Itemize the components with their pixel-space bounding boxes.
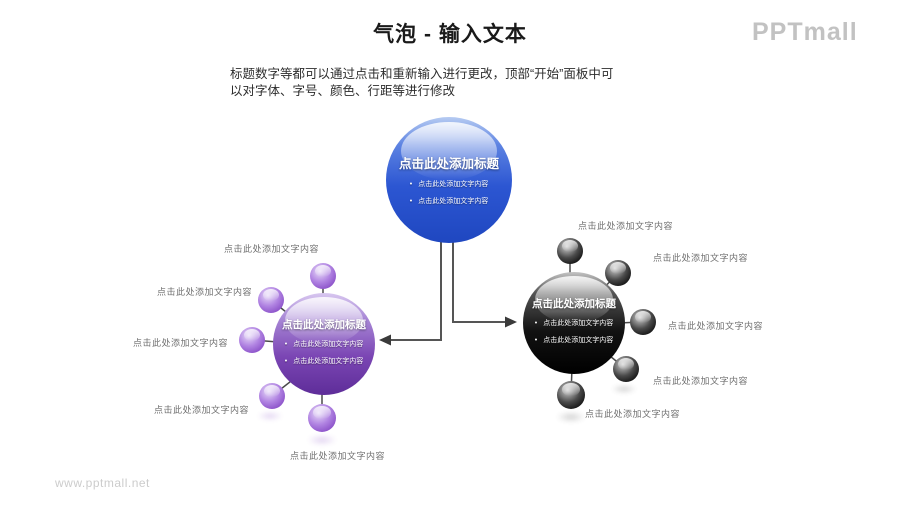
bullet-dot-icon: • bbox=[534, 319, 538, 327]
black-sphere[interactable]: 点击此处添加标题 • 点击此处添加文字内容 • 点击此处添加文字内容 bbox=[523, 272, 625, 374]
purple-label-left[interactable]: 点击此处添加文字内容 bbox=[133, 338, 229, 348]
black-sphere-text[interactable]: 点击此处添加标题 • 点击此处添加文字内容 • 点击此处添加文字内容 bbox=[523, 296, 625, 345]
purple-label-bottom[interactable]: 点击此处添加文字内容 bbox=[290, 451, 386, 461]
arrowhead-left-icon bbox=[379, 334, 391, 346]
black-satellite-right[interactable] bbox=[630, 309, 656, 335]
bullet-dot-icon: • bbox=[284, 340, 288, 348]
black-satellite-top-right[interactable] bbox=[605, 260, 631, 286]
bullet-text: 点击此处添加文字内容 bbox=[418, 198, 489, 205]
sphere-title-placeholder[interactable]: 点击此处添加标题 bbox=[282, 319, 366, 331]
blue-sphere-text[interactable]: 点击此处添加标题 • 点击此处添加文字内容 • 点击此处添加文字内容 bbox=[386, 153, 512, 206]
arrowhead-right-icon bbox=[505, 316, 517, 328]
black-label-bottom[interactable]: 点击此处添加文字内容 bbox=[585, 409, 681, 419]
black-label-bottom-right[interactable]: 点击此处添加文字内容 bbox=[653, 376, 749, 386]
elbow-connector-to-black bbox=[452, 241, 505, 323]
bullet-dot-icon: • bbox=[409, 197, 413, 205]
elbow-connector-to-purple bbox=[391, 241, 442, 341]
sphere-title-placeholder[interactable]: 点击此处添加标题 bbox=[398, 157, 499, 171]
watermark: www.pptmall.net bbox=[55, 476, 150, 490]
sphere-bullet-placeholder[interactable]: • 点击此处添加文字内容 bbox=[273, 356, 375, 366]
sphere-bullet-placeholder[interactable]: • 点击此处添加文字内容 bbox=[523, 335, 625, 345]
description-line: 标题数字等都可以通过点击和重新输入进行更改，顶部“开始”面板中可 bbox=[230, 67, 614, 81]
purple-satellite-bottom-left[interactable] bbox=[259, 383, 285, 409]
blue-sphere[interactable]: 点击此处添加标题 • 点击此处添加文字内容 • 点击此处添加文字内容 bbox=[386, 117, 512, 243]
purple-satellite-left[interactable] bbox=[239, 327, 265, 353]
purple-sphere[interactable]: 点击此处添加标题 • 点击此处添加文字内容 • 点击此处添加文字内容 bbox=[273, 293, 375, 395]
bullet-text: 点击此处添加文字内容 bbox=[418, 181, 489, 188]
black-label-right[interactable]: 点击此处添加文字内容 bbox=[668, 321, 764, 331]
sphere-bullet-placeholder[interactable]: • 点击此处添加文字内容 bbox=[386, 196, 512, 206]
page-title: 气泡 - 输入文本 bbox=[373, 23, 527, 46]
sphere-title-placeholder[interactable]: 点击此处添加标题 bbox=[532, 298, 616, 310]
black-label-top-right[interactable]: 点击此处添加文字内容 bbox=[653, 253, 749, 263]
purple-label-bottom-left[interactable]: 点击此处添加文字内容 bbox=[154, 405, 250, 415]
reflection bbox=[556, 411, 586, 423]
purple-satellite-top[interactable] bbox=[310, 263, 336, 289]
bullet-text: 点击此处添加文字内容 bbox=[543, 320, 614, 327]
description: 标题数字等都可以通过点击和重新输入进行更改，顶部“开始”面板中可 以对字体、字号… bbox=[230, 66, 613, 100]
pptmall-logo: PPTmall bbox=[752, 18, 858, 46]
black-label-top[interactable]: 点击此处添加文字内容 bbox=[578, 221, 674, 231]
bullet-text: 点击此处添加文字内容 bbox=[293, 341, 364, 348]
bullet-dot-icon: • bbox=[409, 180, 413, 188]
reflection bbox=[257, 411, 283, 421]
reflection bbox=[307, 434, 337, 446]
black-satellite-bottom-right[interactable] bbox=[613, 356, 639, 382]
purple-label-top-left[interactable]: 点击此处添加文字内容 bbox=[157, 287, 253, 297]
sphere-bullet-placeholder[interactable]: • 点击此处添加文字内容 bbox=[523, 318, 625, 328]
sphere-bullet-placeholder[interactable]: • 点击此处添加文字内容 bbox=[273, 339, 375, 349]
description-line: 以对字体、字号、颜色、行距等进行修改 bbox=[230, 84, 456, 98]
bullet-dot-icon: • bbox=[534, 336, 538, 344]
purple-sphere-text[interactable]: 点击此处添加标题 • 点击此处添加文字内容 • 点击此处添加文字内容 bbox=[273, 317, 375, 366]
reflection bbox=[611, 384, 637, 394]
purple-satellite-bottom[interactable] bbox=[308, 404, 336, 432]
black-satellite-bottom[interactable] bbox=[557, 381, 585, 409]
purple-satellite-top-left[interactable] bbox=[258, 287, 284, 313]
bullet-text: 点击此处添加文字内容 bbox=[543, 337, 614, 344]
bullet-dot-icon: • bbox=[284, 357, 288, 365]
sphere-bullet-placeholder[interactable]: • 点击此处添加文字内容 bbox=[386, 179, 512, 189]
purple-label-top[interactable]: 点击此处添加文字内容 bbox=[224, 244, 320, 254]
black-satellite-top[interactable] bbox=[557, 238, 583, 264]
bullet-text: 点击此处添加文字内容 bbox=[293, 358, 364, 365]
